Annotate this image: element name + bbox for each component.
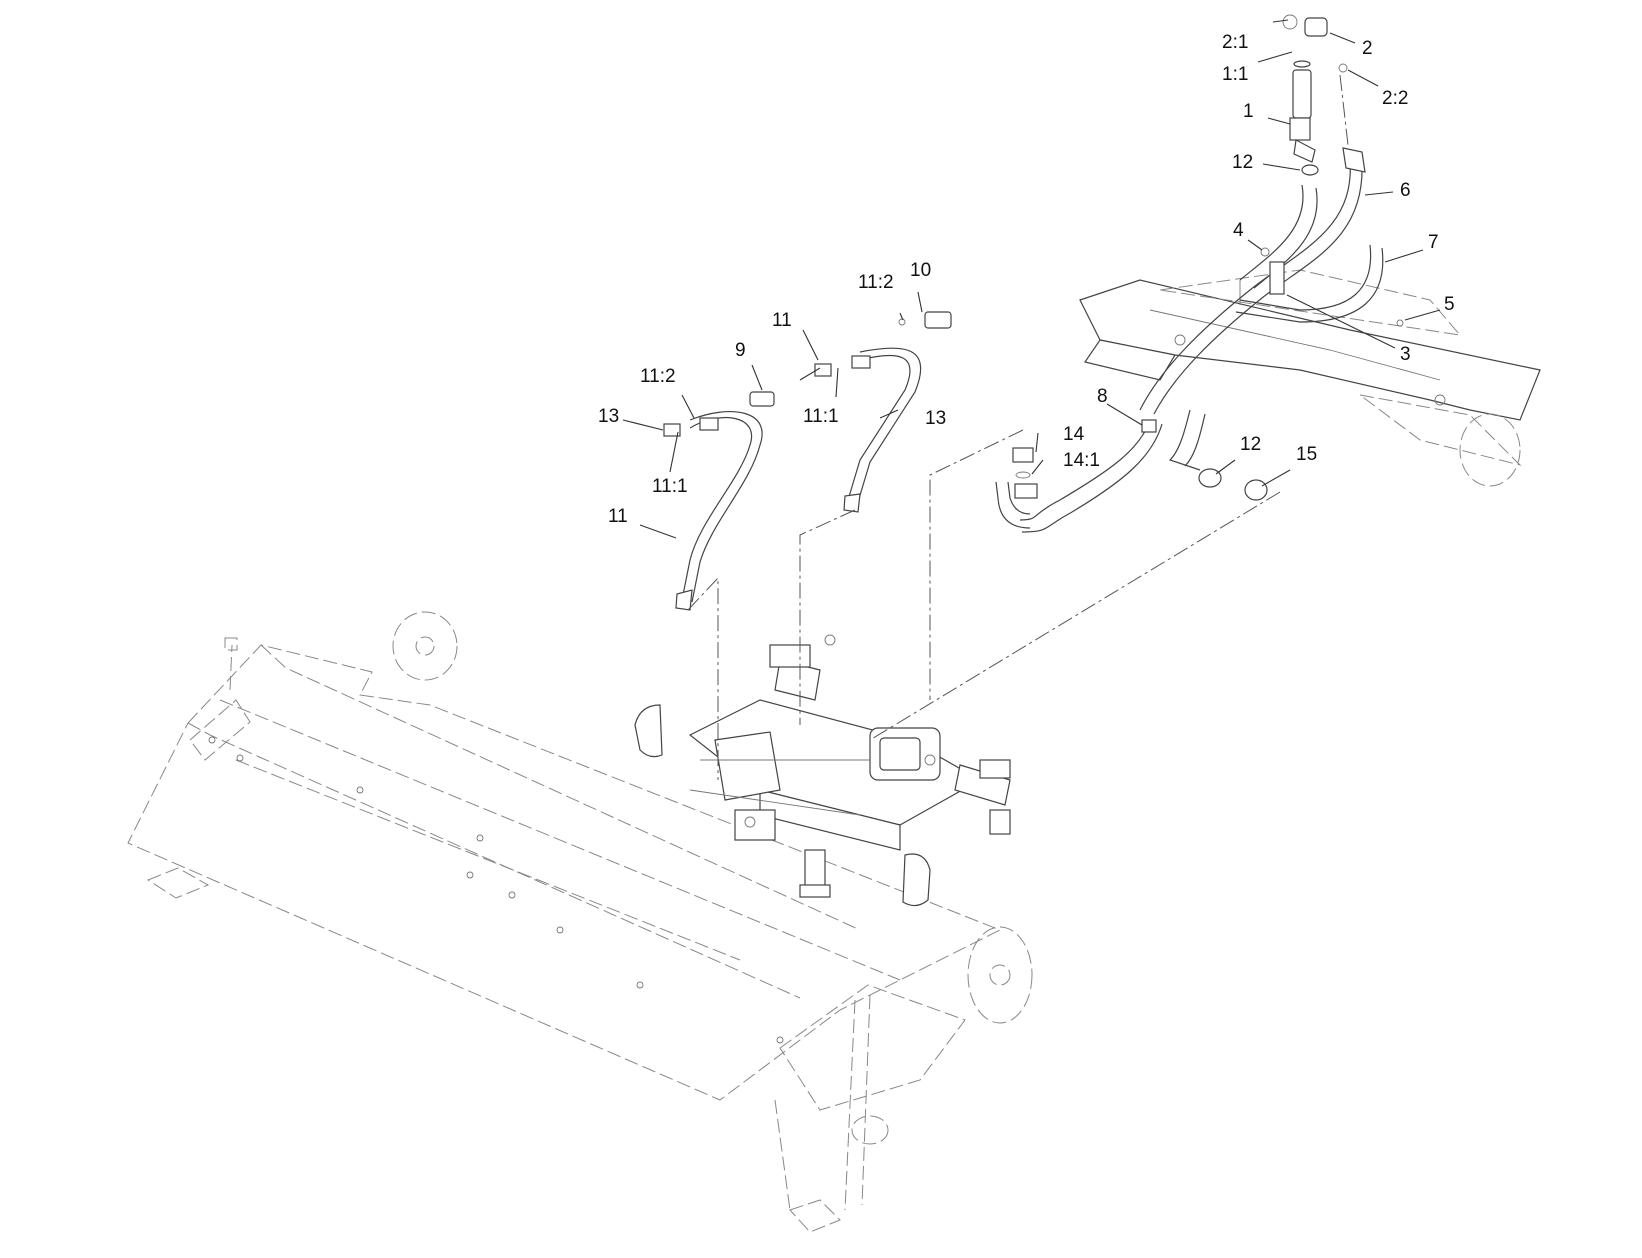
- callout-8: 8: [1097, 386, 1108, 407]
- hose-assemblies-6-7: [1139, 14, 1404, 415]
- callout-2-1: 2:1: [1222, 32, 1248, 53]
- mower-deck: [127, 611, 1033, 1233]
- callout-11-left: 13: [598, 406, 619, 427]
- callout-11-2-right: 11:2: [858, 272, 894, 293]
- hose-assemblies-13: [663, 311, 952, 611]
- callout-10: 10: [910, 260, 931, 281]
- callout-14-1: 14:1: [1063, 450, 1100, 471]
- callout-12-top: 12: [1232, 152, 1253, 173]
- callout-2-2: 2:2: [1382, 88, 1408, 109]
- carrier-frame: [634, 634, 1011, 907]
- lift-arm-frame: [1079, 269, 1541, 487]
- callout-11-2-left: 11:2: [640, 366, 676, 387]
- callout-14: 14: [1063, 424, 1085, 445]
- callout-1-1: 1:1: [1222, 64, 1248, 85]
- callout-9: 9: [735, 340, 746, 361]
- hose-assembly-8: [995, 409, 1268, 533]
- callout-13-right: 13: [925, 408, 946, 429]
- callout-1: 1: [1243, 101, 1254, 122]
- leader-lines: [622, 19, 1441, 539]
- callout-2: 2: [1362, 38, 1373, 59]
- callout-6: 6: [1400, 180, 1411, 201]
- callout-11-right: 11: [772, 310, 792, 331]
- callout-15: 15: [1296, 444, 1317, 465]
- callout-3: 3: [1400, 344, 1411, 365]
- callout-7: 7: [1428, 232, 1439, 253]
- assembly-centerlines: [687, 429, 1281, 780]
- callout-4: 4: [1233, 220, 1244, 241]
- callout-11-1-right: 11:1: [803, 406, 839, 427]
- callout-13-left: 11: [608, 506, 628, 527]
- callout-12-bottom: 12: [1240, 434, 1261, 455]
- callout-11-1-left: 11:1: [652, 476, 688, 497]
- callout-5: 5: [1444, 294, 1455, 315]
- callout-labels: 2:1 2 1:1 2:2 1 12 6 4 7 5 3 10 11:2 11 …: [598, 32, 1455, 527]
